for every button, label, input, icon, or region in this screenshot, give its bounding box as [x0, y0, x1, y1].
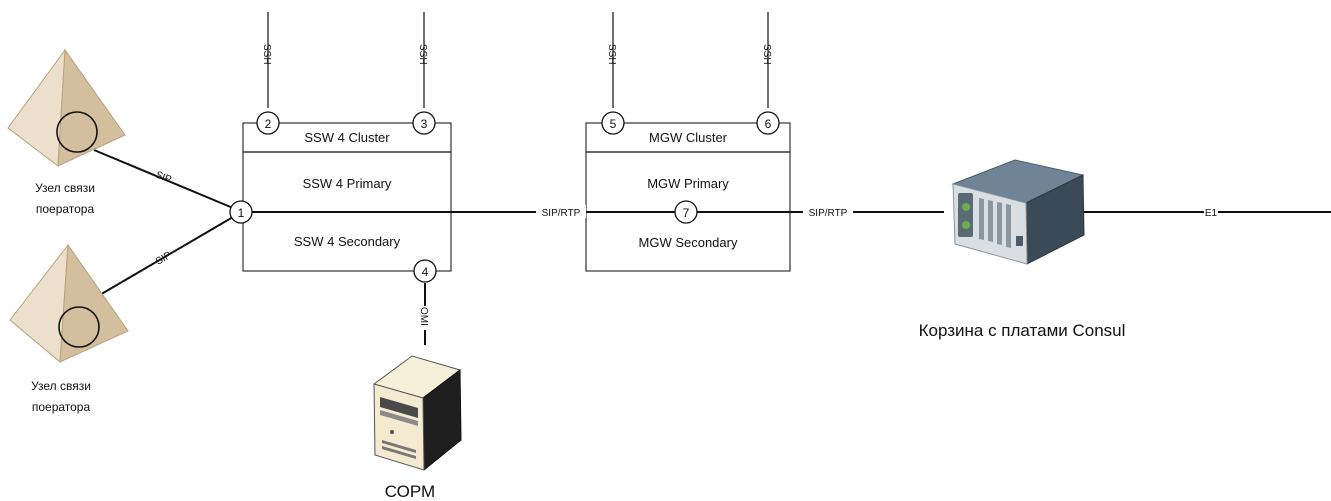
- mgw-secondary-label: MGW Secondary: [639, 235, 738, 250]
- consul-rack-label: Корзина с платами Consul: [919, 321, 1126, 340]
- svg-text:4: 4: [422, 265, 429, 279]
- pyramid-icon: [7, 48, 126, 167]
- port-5: 5: [601, 111, 625, 135]
- ssh-label: SSH: [261, 44, 272, 65]
- pyramid-icon: [9, 243, 129, 364]
- ssw-secondary-label: SSW 4 Secondary: [294, 234, 401, 249]
- svg-text:6: 6: [765, 117, 772, 131]
- consul-rack: Корзина с платами Consul: [919, 159, 1126, 340]
- operator-label-line2: поератора: [36, 202, 95, 216]
- sip-label: SIP: [154, 170, 173, 186]
- svg-text:3: 3: [421, 117, 428, 131]
- svg-text:5: 5: [610, 117, 617, 131]
- sorm-node: СОРМ: [372, 355, 462, 501]
- mgw-cluster: MGW Cluster MGW Primary MGW Secondary: [585, 122, 791, 272]
- omi-link: OMI: [418, 283, 431, 345]
- ssw-cluster: SSW 4 Cluster SSW 4 Primary SSW 4 Second…: [242, 122, 452, 272]
- operator-node-top: Узел связи поератора: [7, 48, 126, 216]
- operator-label-line2: поератора: [32, 400, 91, 414]
- sip-rtp-label-left: SIP/RTP: [542, 208, 581, 219]
- port-7: 7: [674, 200, 698, 224]
- omi-label: OMI: [418, 307, 429, 326]
- e1-label: E1: [1205, 208, 1218, 219]
- ssh-link-2: SSH: [261, 12, 272, 108]
- ssh-label: SSH: [761, 44, 772, 65]
- operator-label-line1: Узел связи: [35, 181, 95, 195]
- ssh-link-6: SSH: [761, 12, 772, 108]
- port-3: 3: [412, 111, 436, 135]
- port-6: 6: [756, 111, 780, 135]
- operator-node-bottom: Узел связи поератора: [9, 243, 129, 414]
- sip-link-bottom: SIP: [97, 216, 234, 297]
- port-2: 2: [256, 111, 280, 135]
- ssh-link-5: SSH: [606, 12, 617, 108]
- sorm-label: СОРМ: [385, 482, 435, 501]
- sip-rtp-label-right: SIP/RTP: [809, 208, 848, 219]
- ssh-label: SSH: [417, 44, 428, 65]
- ssh-label: SSH: [606, 44, 617, 65]
- mgw-primary-label: MGW Primary: [647, 176, 729, 191]
- port-1: 1: [229, 200, 253, 224]
- svg-text:1: 1: [238, 206, 245, 220]
- ssw-primary-label: SSW 4 Primary: [303, 176, 392, 191]
- e1-link: E1: [1080, 206, 1331, 219]
- svg-text:7: 7: [683, 206, 690, 220]
- tower-server-icon: [372, 355, 462, 472]
- rack-server-icon: [951, 159, 1085, 265]
- port-4: 4: [413, 259, 437, 283]
- ssw-cluster-header: SSW 4 Cluster: [304, 130, 390, 145]
- ssh-link-3: SSH: [417, 12, 428, 108]
- operator-label-line1: Узел связи: [31, 379, 91, 393]
- mgw-cluster-header: MGW Cluster: [649, 130, 728, 145]
- svg-text:2: 2: [265, 117, 272, 131]
- trunk-link: SIP/RTP SIP/RTP: [241, 205, 944, 219]
- sip-link-top: SIP: [93, 149, 234, 209]
